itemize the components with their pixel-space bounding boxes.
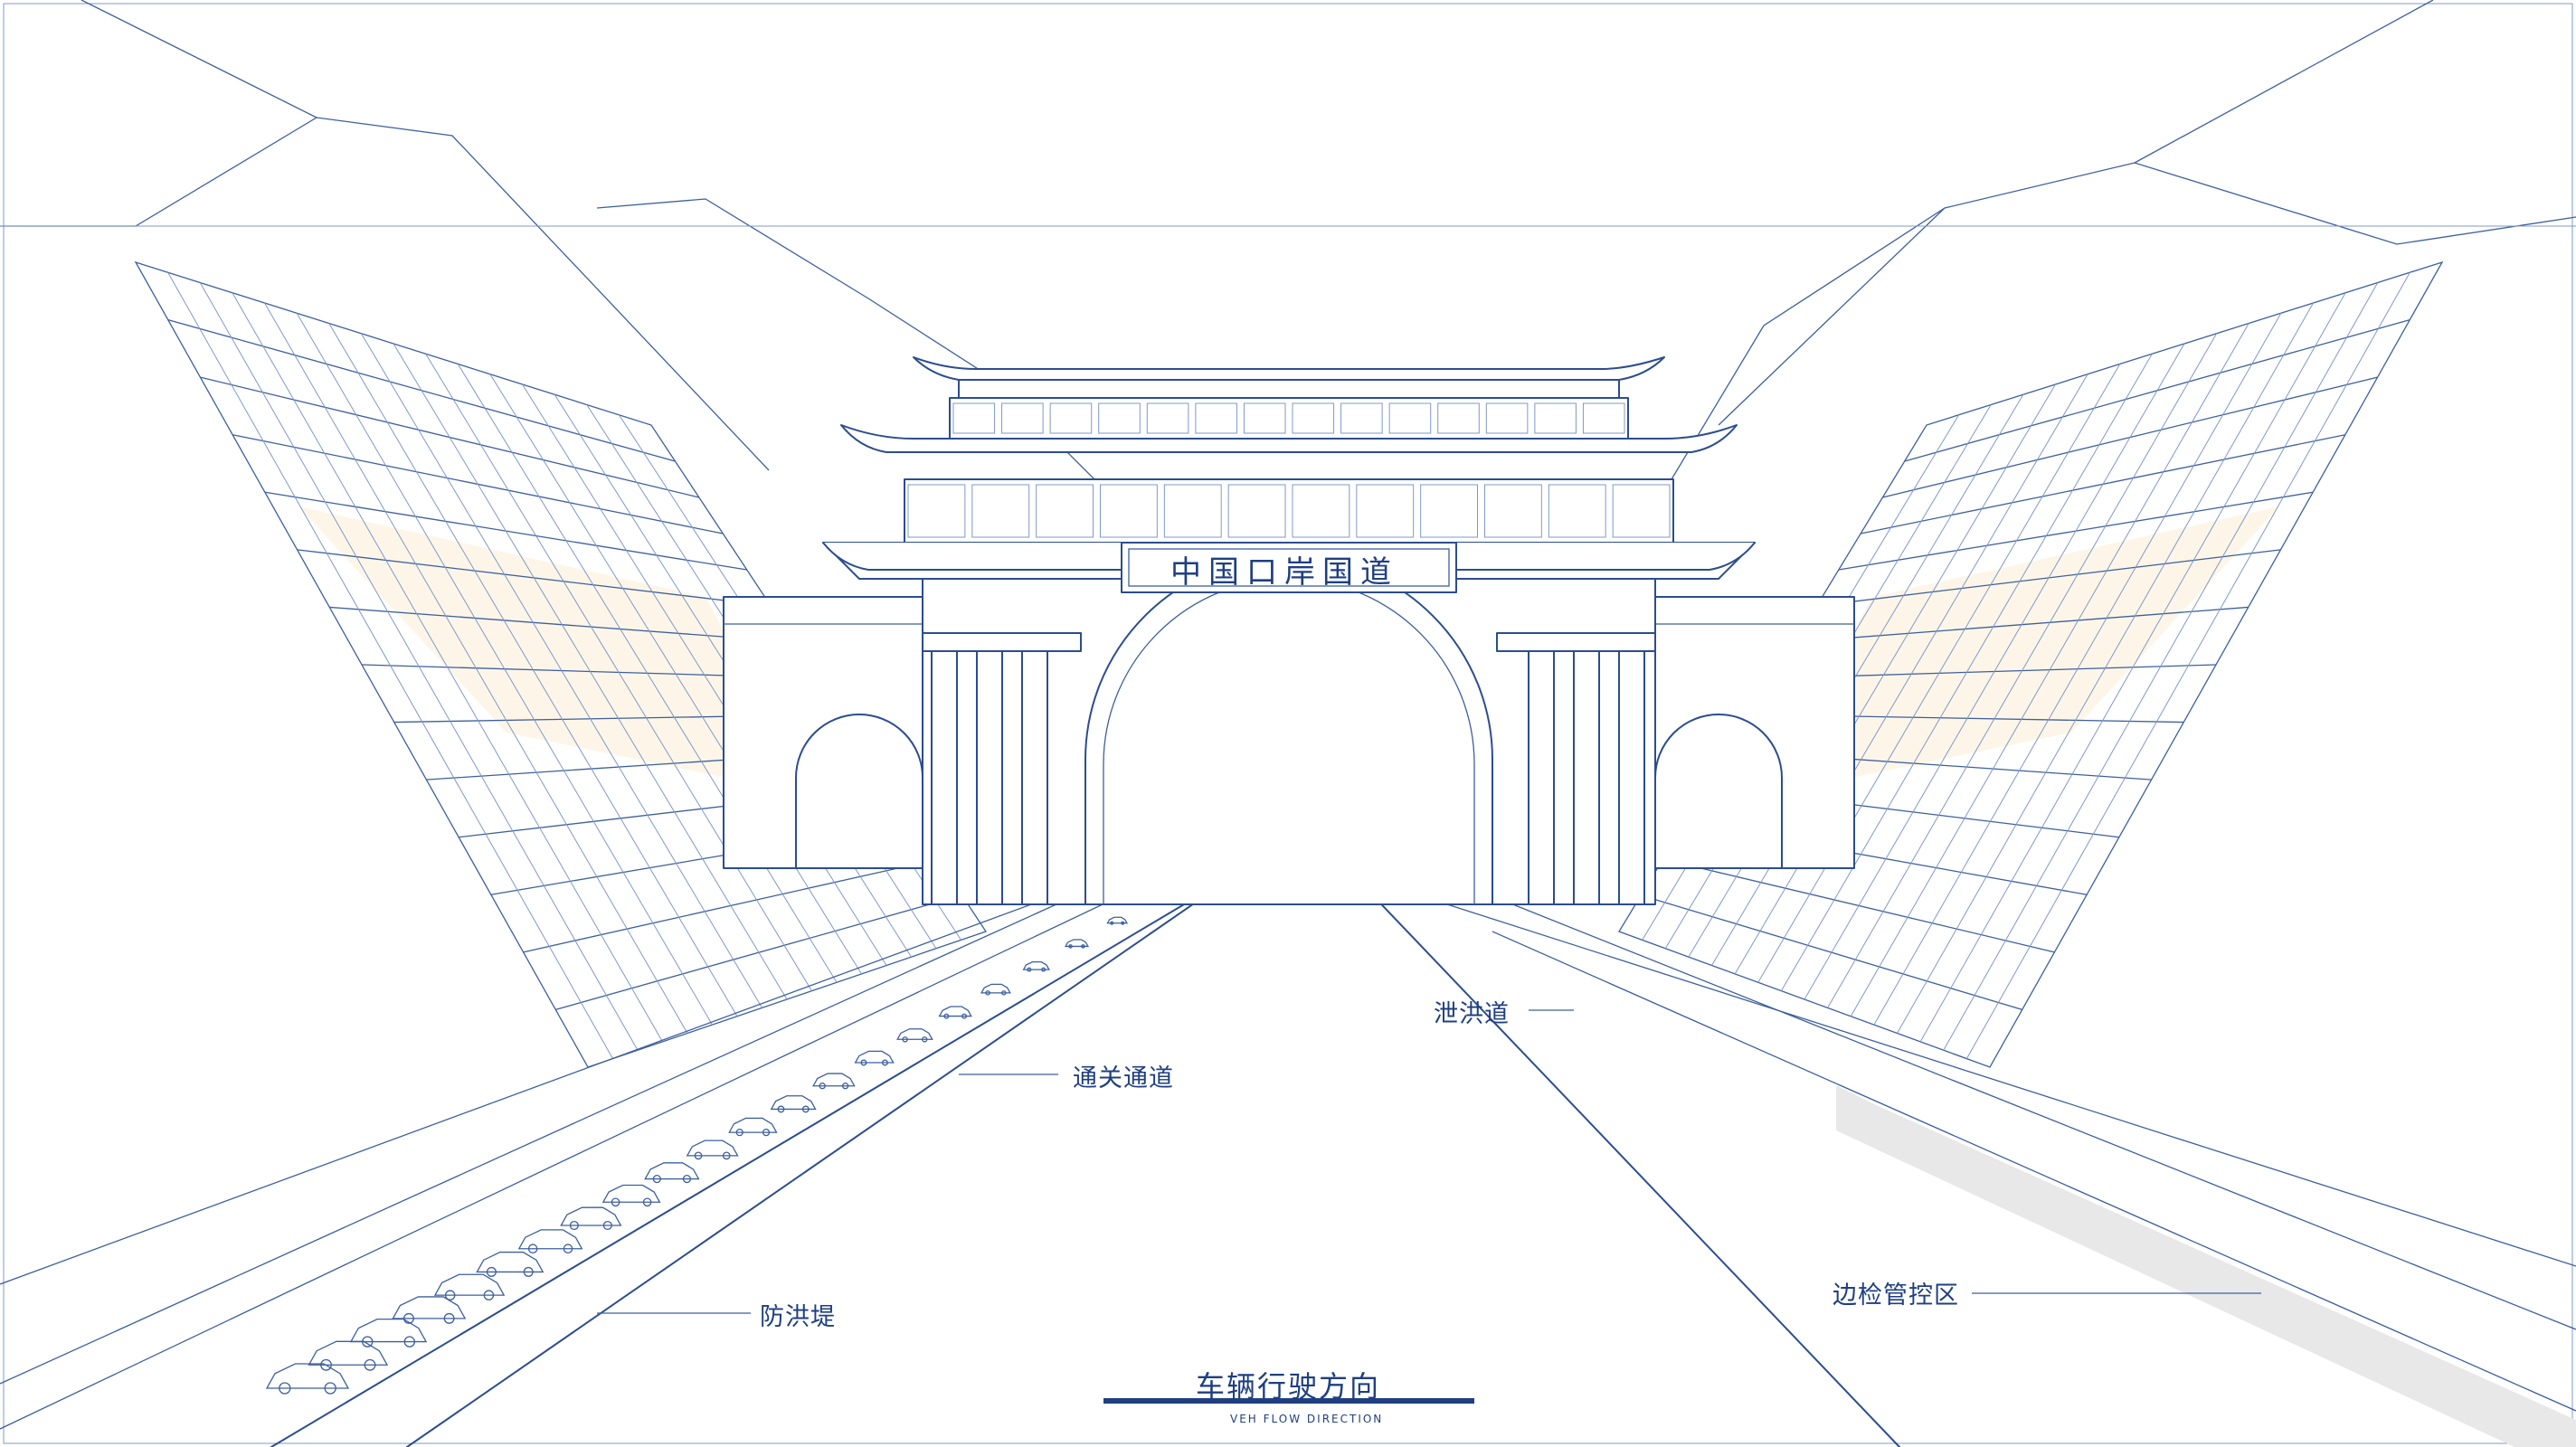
footer-rule (1103, 1398, 1474, 1404)
footer-subtitle: VEH FLOW DIRECTION (1230, 1413, 1384, 1425)
car-wheel (523, 1266, 534, 1277)
car-wheel (403, 1312, 414, 1324)
car-wheel (694, 1151, 703, 1160)
car-wheel (922, 1036, 928, 1043)
annotation-leaders (597, 1009, 2261, 1314)
car (770, 1095, 817, 1111)
drawing-frame (3, 3, 2573, 1444)
car-wheel (762, 1129, 771, 1137)
label-flood-dike: 防洪堤 (760, 1303, 836, 1331)
car-wheel (841, 1083, 849, 1090)
car-wheel (1081, 944, 1085, 949)
car-wheel (961, 1013, 968, 1019)
car-wheel (860, 1059, 867, 1066)
car-wheel (443, 1312, 455, 1324)
car (308, 1340, 389, 1366)
footer-direction-title: 车辆行驶方向 (1196, 1369, 1381, 1404)
car-wheel (611, 1197, 620, 1207)
car-wheel (563, 1244, 573, 1253)
right-terraced-slope (1618, 260, 2444, 1068)
car (1022, 961, 1050, 970)
car-wheel (1001, 990, 1007, 996)
roadway (0, 840, 2576, 1447)
car-wheel (320, 1358, 332, 1371)
car (265, 1363, 350, 1389)
label-border-control-zone: 边检管控区 (1833, 1281, 1959, 1310)
car (854, 1050, 895, 1064)
car (686, 1140, 739, 1157)
car-wheel (652, 1174, 661, 1184)
label-spillway: 泄洪道 (1434, 1000, 1510, 1028)
gate-sign-text: 中国口岸国道 (1170, 554, 1398, 591)
car-wheel (1068, 944, 1073, 949)
car-wheel (801, 1105, 810, 1113)
car (1106, 916, 1129, 924)
car-wheel (403, 1336, 415, 1348)
car-wheel (362, 1336, 374, 1348)
car-wheel (943, 1013, 950, 1019)
car-wheel (324, 1382, 336, 1395)
car (601, 1184, 661, 1203)
car (644, 1162, 700, 1180)
car-wheel (527, 1244, 538, 1253)
car-wheel (1110, 921, 1114, 925)
car-wheel (1027, 967, 1032, 972)
gate-structure (723, 356, 1855, 905)
car-wheel (819, 1083, 826, 1090)
car-wheel (735, 1129, 743, 1137)
car-wheel (902, 1036, 908, 1043)
label-customs-lane: 通关通道 (1073, 1064, 1174, 1092)
car (896, 1028, 933, 1040)
car-wheel (364, 1358, 376, 1371)
car (517, 1229, 583, 1250)
car (1064, 939, 1090, 948)
car (980, 983, 1011, 994)
car-wheel (483, 1290, 495, 1300)
car (392, 1296, 467, 1319)
car-wheel (881, 1059, 888, 1066)
car-wheel (777, 1105, 785, 1113)
car-wheel (602, 1220, 612, 1231)
car-wheel (444, 1290, 456, 1300)
car (938, 1006, 972, 1017)
car-wheel (642, 1197, 652, 1207)
car (433, 1273, 506, 1296)
car (476, 1251, 545, 1273)
vehicle-queue (265, 894, 1168, 1395)
car-wheel (569, 1220, 579, 1231)
car-wheel (486, 1266, 497, 1277)
car (728, 1117, 778, 1133)
car-wheel (1041, 967, 1046, 972)
car (560, 1206, 622, 1226)
car-wheel (682, 1174, 692, 1184)
car-wheel (279, 1382, 291, 1395)
car-wheel (722, 1151, 731, 1160)
car (812, 1073, 856, 1087)
car-wheel (985, 990, 990, 996)
car-wheel (1121, 921, 1125, 925)
car (349, 1318, 428, 1343)
